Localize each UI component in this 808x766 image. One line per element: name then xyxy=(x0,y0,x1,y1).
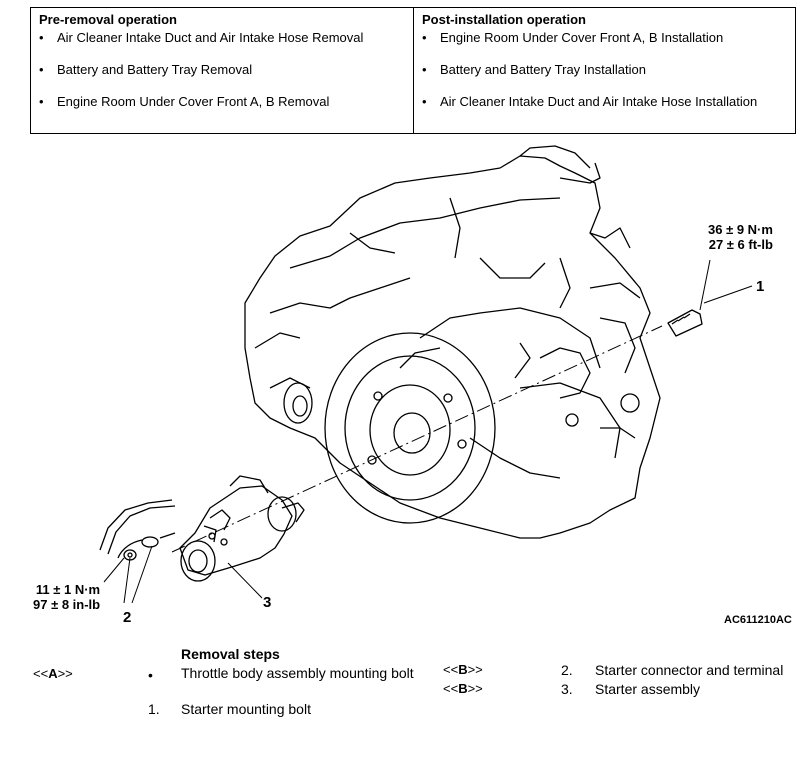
removal-steps-title: Removal steps xyxy=(181,646,280,662)
starter-mounting-bolt xyxy=(667,309,703,337)
post-installation-list: Engine Room Under Cover Front A, B Insta… xyxy=(422,30,787,126)
transaxle-starter-illustration xyxy=(99,145,753,604)
step-marker: 1. xyxy=(148,701,160,717)
post-installation-item: Battery and Battery Tray Installation xyxy=(422,62,787,94)
callout-3: 3 xyxy=(263,594,272,611)
leader-line-1 xyxy=(703,285,753,304)
post-installation-heading: Post-installation operation xyxy=(422,12,586,27)
flywheel-hub xyxy=(393,412,431,454)
step-text: Starter assembly xyxy=(595,681,701,697)
leader-line-torque-bolt xyxy=(699,259,711,311)
starter-end-cap xyxy=(180,540,216,582)
service-note-tag-B: <<B>> xyxy=(443,662,483,677)
transaxle-housing-outline xyxy=(244,155,661,539)
pre-removal-item: Battery and Battery Tray Removal xyxy=(39,62,405,94)
post-installation-column: Post-installation operation Engine Room … xyxy=(414,8,795,133)
step-text: Starter mounting bolt xyxy=(181,701,311,717)
leader-line-2b xyxy=(131,545,153,604)
torque-terminal-imperial: 97 ± 8 in-lb xyxy=(33,597,101,612)
service-note-tag-A: <<A>> xyxy=(33,666,73,681)
pre-removal-item: Engine Room Under Cover Front A, B Remov… xyxy=(39,94,405,126)
flywheel-outer xyxy=(324,332,496,524)
callout-2: 2 xyxy=(123,609,132,626)
torque-terminal-metric: 11 ± 1 N·m xyxy=(35,582,101,597)
flywheel-mid xyxy=(344,355,476,501)
leader-line-2a xyxy=(123,557,131,604)
torque-bolt-metric: 36 ± 9 N·m xyxy=(708,222,773,237)
pre-removal-heading: Pre-removal operation xyxy=(39,12,177,27)
figure-code: AC611210AC xyxy=(724,614,792,626)
step-text: Throttle body assembly mounting bolt xyxy=(181,665,414,681)
operation-table: Pre-removal operation Air Cleaner Intake… xyxy=(30,7,796,134)
pre-removal-column: Pre-removal operation Air Cleaner Intake… xyxy=(31,8,414,133)
post-installation-item: Engine Room Under Cover Front A, B Insta… xyxy=(422,30,787,62)
installation-axis-line xyxy=(171,325,663,553)
step-marker: 2. xyxy=(561,662,573,678)
service-note-tag-B: <<B>> xyxy=(443,681,483,696)
leader-line-torque-terminal xyxy=(103,557,125,583)
flywheel-inner xyxy=(369,384,451,476)
pre-removal-item: Air Cleaner Intake Duct and Air Intake H… xyxy=(39,30,405,62)
starter-removal-figure: 36 ± 9 N·m 27 ± 6 ft-lb 1 11 ± 1 N·m 97 … xyxy=(0,138,808,638)
pre-removal-list: Air Cleaner Intake Duct and Air Intake H… xyxy=(39,30,405,126)
step-marker: 3. xyxy=(561,681,573,697)
torque-bolt-imperial: 27 ± 6 ft-lb xyxy=(708,237,773,252)
step-text: Starter connector and terminal xyxy=(595,662,784,678)
post-installation-item: Air Cleaner Intake Duct and Air Intake H… xyxy=(422,94,787,126)
step-marker: • xyxy=(148,667,153,683)
torque-spec-terminal: 11 ± 1 N·m 97 ± 8 in-lb xyxy=(33,582,100,612)
torque-spec-bolt: 36 ± 9 N·m 27 ± 6 ft-lb xyxy=(708,222,773,252)
starter-cable xyxy=(99,499,176,555)
leader-line-3 xyxy=(227,562,263,599)
starter-body xyxy=(179,485,293,576)
callout-1: 1 xyxy=(756,278,765,295)
